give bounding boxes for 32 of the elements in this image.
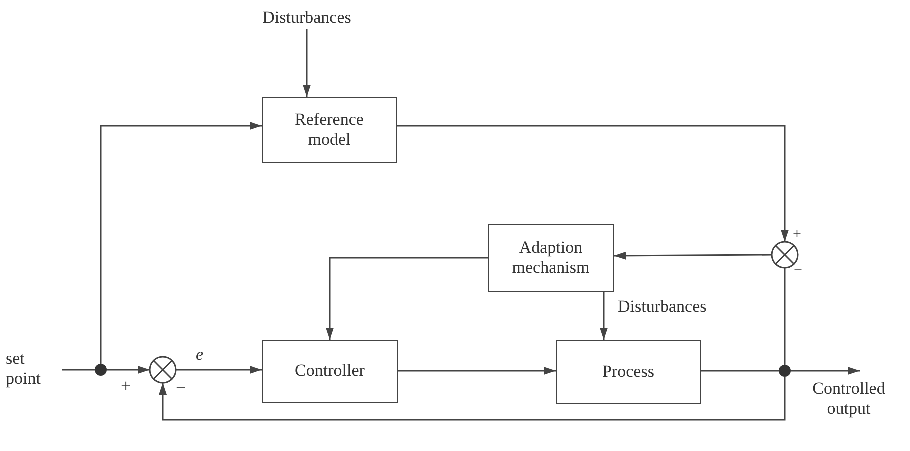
- signal-arrow: [614, 252, 772, 260]
- block-label: Adaption mechanism: [511, 238, 591, 278]
- signal-arrow: [176, 366, 262, 374]
- block-label: Controller: [295, 361, 365, 382]
- signal-arrow: [326, 257, 488, 340]
- sign-label: +: [121, 376, 132, 398]
- block-box: [262, 97, 397, 163]
- signal-arrow: [397, 125, 789, 242]
- block-label: Reference model: [294, 110, 365, 150]
- signal-arrow: [600, 292, 608, 340]
- signal-arrow: [159, 377, 786, 421]
- signal-arrow: [107, 366, 150, 374]
- signal-label: set point: [6, 348, 62, 390]
- signal-label: Disturbances: [262, 8, 352, 28]
- block-box: [556, 340, 701, 404]
- block-box: [488, 224, 614, 292]
- branch-point: [779, 365, 791, 377]
- summing-junction: [771, 241, 799, 269]
- edge-label: Disturbances: [618, 297, 707, 318]
- sign-label: −: [176, 378, 186, 400]
- sign-label: −: [794, 262, 802, 280]
- signal-arrow: [398, 367, 556, 375]
- summing-junction: [149, 356, 177, 384]
- block-label: Process: [602, 362, 654, 382]
- sign-label: +: [793, 226, 802, 244]
- branch-point: [95, 364, 107, 376]
- signal-arrow: [303, 29, 311, 97]
- signal-arrow: [100, 122, 262, 364]
- signal-label: Controlled output: [792, 378, 906, 420]
- signal-arrow: [791, 367, 860, 375]
- block-box: [262, 340, 398, 403]
- edge-label: e: [196, 345, 204, 366]
